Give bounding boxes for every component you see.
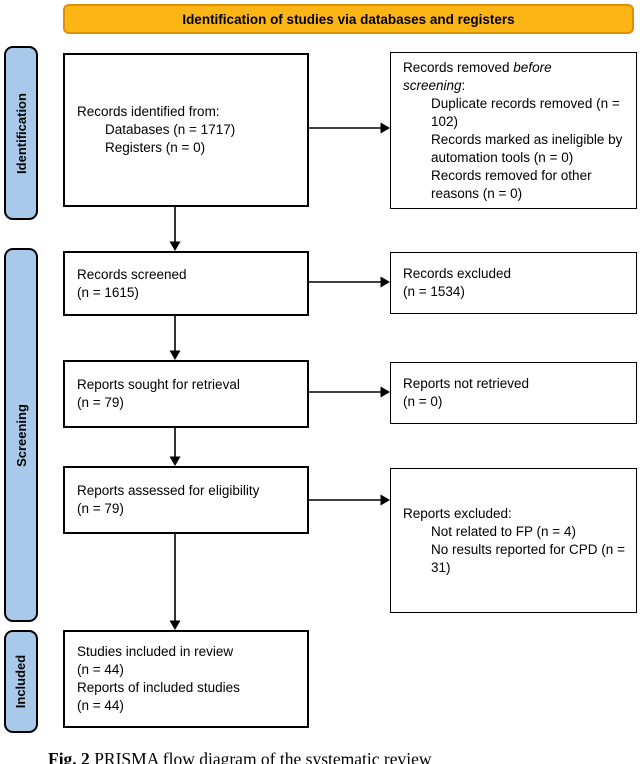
box-reports-excluded: Reports excluded: Not related to FP (n =…: [390, 468, 637, 613]
arrow-sought-to-notretrieved-head: [380, 386, 390, 398]
box-reports-excluded-item: No results reported for CPD (n = 31): [431, 541, 625, 575]
box-records-excluded-line: Records excluded: [403, 266, 512, 281]
box-studies-included-count: (n = 44): [77, 698, 124, 713]
box-records-removed-item: Duplicate records removed (n = 102): [431, 95, 620, 129]
box-records-identified: Records identified from: Databases (n = …: [63, 53, 309, 207]
arrow-screened-to-sought-head: [169, 350, 181, 360]
box-reports-not-retrieved-count: (n = 0): [403, 394, 443, 409]
box-reports-sought-line: Reports sought for retrieval: [77, 377, 240, 392]
box-studies-included-count: (n = 44): [77, 662, 124, 677]
box-records-removed-item: Records removed for other reasons (n = 0…: [431, 167, 592, 201]
arrow-assessed-to-reportsexcluded-head: [380, 494, 390, 506]
box-reports-assessed-line: Reports assessed for eligibility: [77, 483, 260, 498]
stage-included-text: Included: [13, 654, 29, 709]
box-reports-excluded-title: Reports excluded:: [403, 505, 512, 521]
box-reports-not-retrieved: Reports not retrieved (n = 0): [390, 362, 637, 424]
box-studies-included-line: Studies included in review: [77, 644, 234, 659]
box-records-removed-title-italic: before screening: [403, 59, 552, 93]
box-records-removed-item: Records marked as ineligible by automati…: [431, 131, 623, 165]
arrow-screened-to-excluded-head: [380, 276, 390, 288]
stage-label-included: Included: [4, 630, 38, 733]
banner-label: Identification of studies via databases …: [182, 11, 515, 27]
figure-caption: Fig. 2 PRISMA flow diagram of the system…: [48, 749, 608, 764]
box-reports-excluded-item: Not related to FP (n = 4): [431, 523, 576, 539]
arrow-assessed-to-included-head: [169, 620, 181, 630]
box-records-screened: Records screened (n = 1615): [63, 251, 309, 316]
banner-identification-via-databases: Identification of studies via databases …: [63, 4, 634, 34]
box-records-removed-title-suffix: :: [461, 77, 466, 93]
box-reports-not-retrieved-line: Reports not retrieved: [403, 376, 530, 391]
stage-label-screening: Screening: [4, 248, 38, 622]
box-records-screened-line: Records screened: [77, 266, 187, 282]
box-records-identified-title: Records identified from:: [77, 104, 220, 119]
box-studies-included: Studies included in review (n = 44) Repo…: [63, 630, 309, 728]
box-records-identified-item: Registers (n = 0): [105, 140, 206, 155]
stage-identification-text: Identification: [13, 92, 29, 174]
box-records-removed: Records removed before screening: Duplic…: [390, 52, 637, 209]
stage-screening-text: Screening: [13, 403, 29, 467]
box-reports-sought: Reports sought for retrieval (n = 79): [63, 360, 309, 428]
arrow-identified-to-screened-head: [169, 241, 181, 251]
box-records-removed-title-normal: Records removed: [403, 59, 514, 75]
arrow-sought-to-assessed-head: [169, 456, 181, 466]
box-records-excluded-count: (n = 1534): [403, 284, 465, 299]
figure-caption-number: Fig. 2: [48, 749, 90, 764]
box-records-screened-count: (n = 1615): [77, 284, 139, 300]
box-records-excluded: Records excluded (n = 1534): [390, 252, 637, 314]
figure-caption-text: PRISMA flow diagram of the systematic re…: [94, 749, 432, 764]
box-reports-assessed-count: (n = 79): [77, 501, 124, 516]
box-reports-assessed: Reports assessed for eligibility (n = 79…: [63, 466, 309, 534]
arrow-identified-to-removed-head: [380, 122, 390, 134]
box-studies-included-line: Reports of included studies: [77, 680, 240, 695]
stage-label-identification: Identification: [4, 46, 38, 220]
box-reports-sought-count: (n = 79): [77, 395, 124, 410]
box-records-identified-item: Databases (n = 1717): [105, 122, 236, 137]
box-records-removed-title: Records removed before screening:: [403, 59, 591, 95]
